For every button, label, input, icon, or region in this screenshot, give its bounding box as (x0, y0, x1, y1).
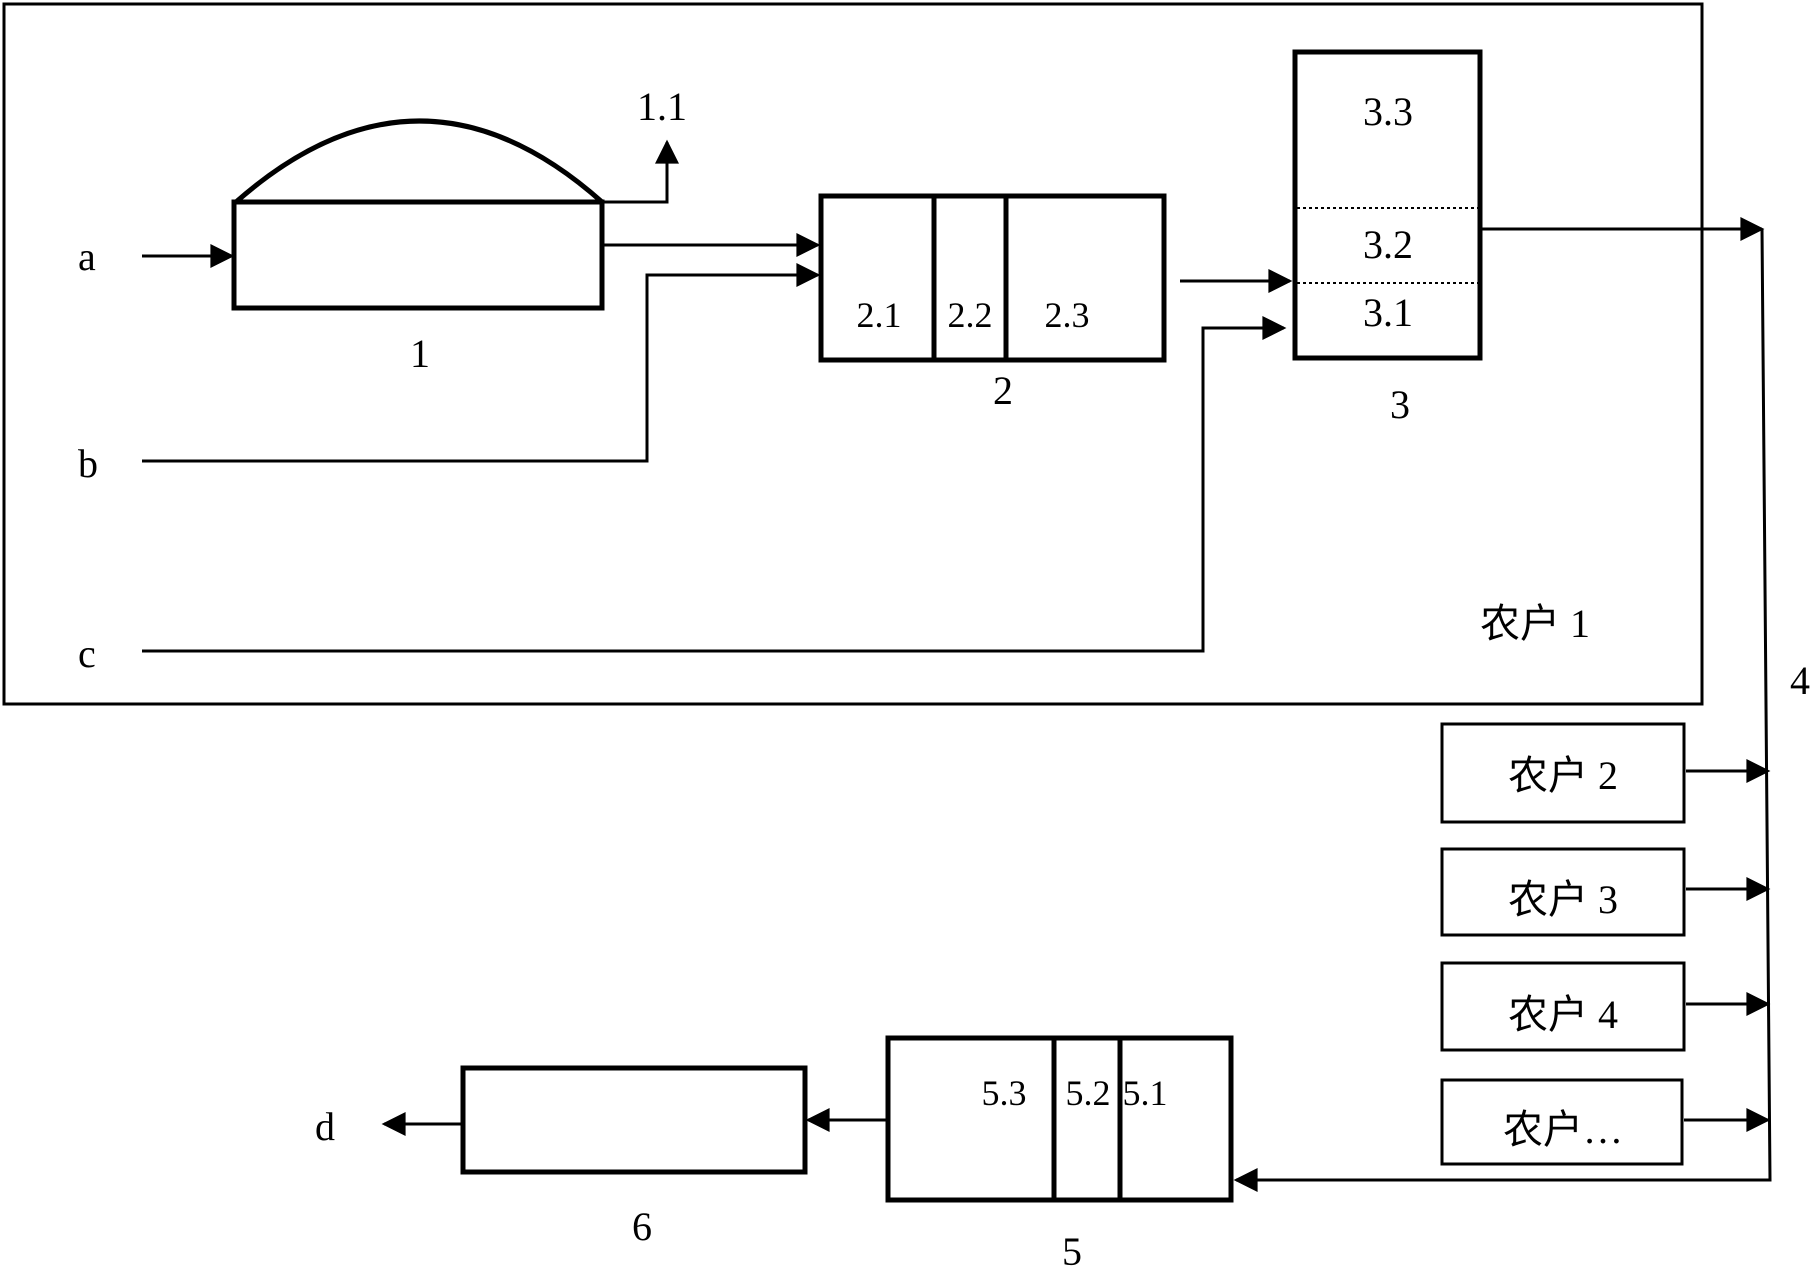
farmhouse-2-label: 农户 2 (1508, 753, 1618, 798)
arrow-unit1-gas-outlet (602, 139, 679, 204)
unit-1-box (231, 199, 605, 311)
farmhouse-3-label: 农户 3 (1508, 877, 1618, 922)
farmhouse-4-box (1440, 961, 1686, 1052)
input-a-label: a (78, 234, 96, 279)
unit-5-section-1: 5.1 (1123, 1073, 1168, 1113)
farmhouse-3-box (1440, 847, 1686, 937)
unit-1-outlet-label: 1.1 (637, 84, 687, 129)
unit-5-box (885, 1035, 1234, 1203)
arrow-c-to-unit3 (142, 316, 1287, 653)
farmhouse-more-label: 农户… (1503, 1107, 1623, 1152)
unit-3-section-2: 3.2 (1363, 222, 1413, 267)
farmhouse-1-label: 农户 1 (1480, 601, 1590, 646)
input-b-label: b (78, 441, 98, 486)
farmhouse-4-label: 农户 4 (1508, 992, 1618, 1037)
farmhouse-1-frame (2, 2, 1704, 706)
unit-6-box (460, 1065, 808, 1175)
unit-2-box (818, 193, 1167, 363)
output-d-label: d (315, 1104, 335, 1149)
unit-3-section-1: 3.1 (1363, 290, 1413, 335)
arrow-b-to-unit2 (142, 263, 821, 463)
pipeline-4-label: 4 (1790, 658, 1810, 703)
unit-2-label: 2 (993, 368, 1013, 413)
unit-5-section-2: 5.2 (1066, 1073, 1111, 1113)
unit-3-label: 3 (1390, 382, 1410, 427)
unit-3-section-3: 3.3 (1363, 89, 1413, 134)
pipeline-4 (1233, 228, 1772, 1192)
unit-2-section-1: 2.1 (857, 295, 902, 335)
unit-6-label: 6 (632, 1204, 652, 1249)
unit-2-section-3: 2.3 (1045, 295, 1090, 335)
unit-1-label: 1 (410, 331, 430, 376)
unit-2-section-2: 2.2 (948, 295, 993, 335)
unit-3-box (1292, 49, 1483, 361)
farmhouse-more-box (1440, 1078, 1684, 1166)
input-c-label: c (78, 631, 96, 676)
unit-5-label: 5 (1062, 1229, 1082, 1267)
unit-5-section-3: 5.3 (982, 1073, 1027, 1113)
unit-1-dome (234, 118, 604, 204)
farmhouse-2-box (1440, 722, 1686, 824)
